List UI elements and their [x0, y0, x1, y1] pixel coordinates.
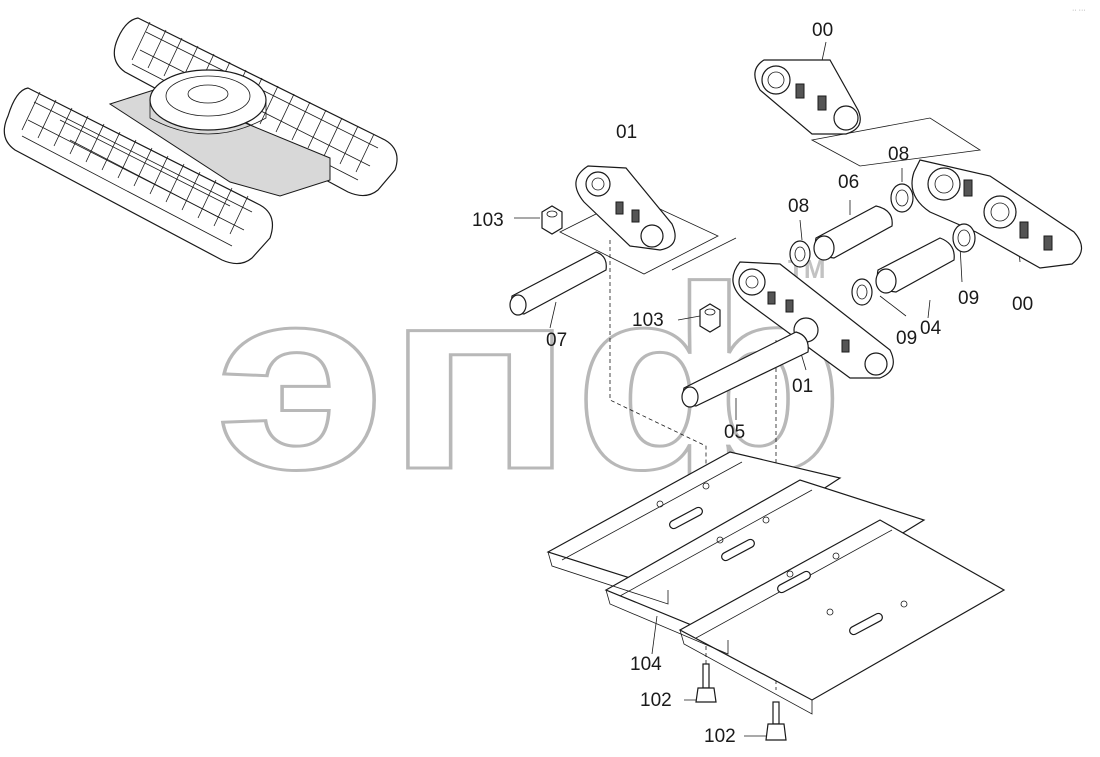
callout-104: 104 [630, 654, 662, 675]
track-link-00-top [754, 59, 861, 135]
callout-08-right: 08 [888, 144, 909, 165]
track-shoes-104 [546, 451, 1006, 715]
bolt-102-left [695, 663, 717, 703]
callout-07: 07 [546, 330, 567, 351]
front-track-frame [3, 87, 273, 265]
callout-09-right: 09 [958, 288, 979, 309]
callout-103-middle: 103 [632, 310, 664, 331]
center-frame [108, 69, 331, 197]
callout-102-left: 102 [640, 690, 672, 711]
callout-103-top: 103 [472, 210, 504, 231]
track-link-01-middle [732, 261, 894, 379]
undercarriage-overview [3, 17, 398, 265]
callout-05: 05 [724, 422, 745, 443]
callout-102-right: 102 [704, 726, 736, 747]
bushing-06 [813, 205, 893, 261]
swing-bearing [149, 69, 267, 131]
track-link-01-top [575, 165, 676, 251]
callout-01-top: 01 [616, 122, 637, 143]
callout-06: 06 [838, 172, 859, 193]
seals-08-09 [789, 183, 976, 306]
callout-08-middle: 08 [788, 196, 809, 217]
callout-00-right: 00 [1012, 294, 1033, 315]
bolt-102-right [765, 701, 787, 741]
corner-mark: ·· ··· [1072, 7, 1086, 14]
pin-05 [681, 331, 809, 408]
callout-09-middle: 09 [896, 328, 917, 349]
pin-07 [509, 251, 607, 316]
callout-01-middle: 01 [792, 376, 813, 397]
track-link-00-right [911, 159, 1083, 269]
nut-103-top [541, 205, 563, 235]
bushing-04 [875, 237, 955, 294]
callout-00-top: 00 [812, 20, 833, 41]
callout-04: 04 [920, 318, 942, 339]
callout-labels: 00 01 103 08 06 08 07 103 09 04 09 00 01… [472, 20, 1033, 747]
nut-103-middle [699, 303, 721, 333]
